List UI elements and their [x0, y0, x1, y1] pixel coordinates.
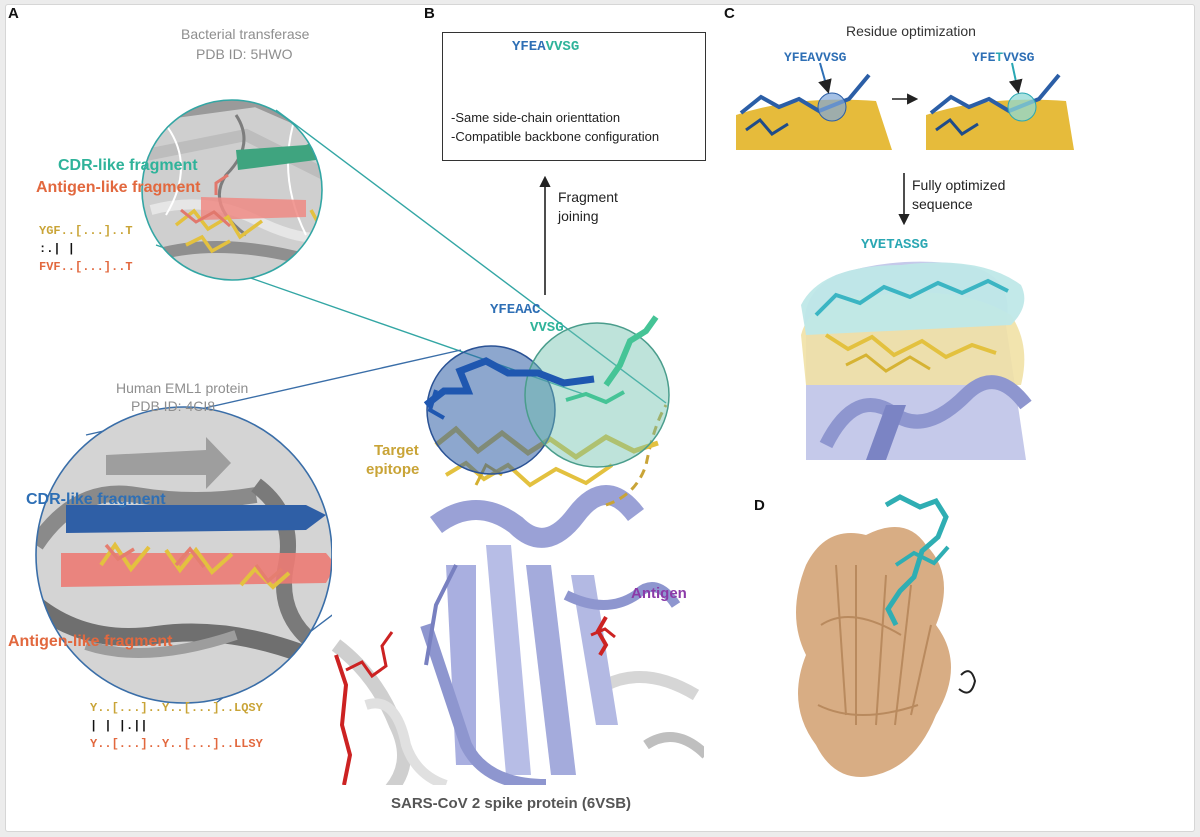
eml1-structure-zoom — [35, 406, 333, 704]
transferase-protein-name: Bacterial transferase — [181, 26, 310, 42]
box-note-side-chain: -Same side-chain orienttation — [451, 110, 621, 125]
residue-before-structure — [736, 62, 892, 150]
sequence-after-part2: VVSG — [1003, 50, 1035, 65]
bottom-alignment-seq2: Y..[...]..Y..[...]..LLSY — [90, 737, 263, 751]
fragment-sequence-blue: YFEAAC — [490, 302, 541, 318]
bottom-alignment-marks: | | |.|| — [90, 719, 148, 733]
box-sequence-part1: YFEA — [512, 39, 546, 55]
fully-optimized-label-line2: sequence — [912, 196, 973, 212]
sequence-after-mutation: T — [995, 50, 1004, 65]
sequence-before: YFEAVVSG — [784, 50, 846, 65]
bottom-antigen-fragment-label: Antigen-like fragment — [8, 633, 173, 650]
top-alignment-seq2: FVF..[...]..T — [39, 260, 133, 274]
transferase-pdb-id: PDB ID: 5HWO — [196, 46, 293, 62]
fragment-sequence-teal: VVSG — [530, 320, 564, 336]
eml1-pdb-id: PDB ID: 4CI8 — [131, 398, 216, 414]
sequence-before-part2: VVSG — [815, 50, 847, 65]
residue-optimization-title: Residue optimization — [846, 23, 976, 39]
box-sequence-part2: VVSG — [545, 39, 580, 55]
spike-protein-structure — [332, 404, 704, 785]
final-optimized-sequence: YVETASSG — [861, 237, 929, 253]
panel-letter-a: A — [8, 5, 19, 22]
fragment-joining-label-line1: Fragment — [558, 189, 618, 205]
cdr-fragment-circle-teal — [524, 322, 670, 468]
panel-letter-b: B — [424, 5, 435, 22]
target-epitope-label-line2: epitope — [366, 461, 420, 478]
spike-protein-caption: SARS-CoV 2 spike protein (6VSB) — [391, 795, 632, 812]
fully-optimized-label-line1: Fully optimized — [912, 177, 1006, 193]
bottom-alignment-seq1: Y..[...]..Y..[...]..LQSY — [90, 701, 263, 715]
fragment-joining-label-line2: joining — [558, 208, 599, 224]
box-note-backbone: -Compatible backbone configuration — [451, 129, 660, 144]
fragment-join-box — [442, 32, 706, 161]
sequence-after: YFETVVSG — [972, 50, 1034, 65]
eml1-protein-name: Human EML1 protein — [116, 380, 249, 396]
top-alignment-marks: :.| | — [39, 242, 76, 256]
figure-panel: A B C D Bacterial transferase PDB ID: 5H… — [5, 4, 1195, 832]
nanobody-structure — [796, 494, 977, 777]
target-epitope-label-line1: Target — [374, 442, 419, 459]
top-alignment-seq1: YGF..[...]..T — [39, 224, 133, 238]
antigen-label: Antigen — [631, 585, 687, 602]
sequence-before-part1: YFEA — [784, 50, 816, 65]
cdr-fragment-circle-blue — [426, 345, 556, 475]
bottom-cdr-fragment-label: CDR-like fragment — [26, 491, 166, 508]
residue-after-structure — [926, 62, 1074, 150]
optimized-complex-structure — [801, 261, 1032, 460]
box-sequence: YFEAVVSG — [512, 39, 579, 55]
figure-artwork — [35, 35, 1074, 785]
panel-letter-c: C — [724, 5, 735, 22]
sequence-after-part1: YFE — [972, 50, 996, 65]
cdr-fragments-structure — [423, 315, 659, 420]
top-antigen-fragment-label: Antigen-like fragment — [36, 179, 201, 196]
panel-letter-d: D — [754, 497, 765, 514]
top-cdr-fragment-label: CDR-like fragment — [58, 157, 198, 174]
